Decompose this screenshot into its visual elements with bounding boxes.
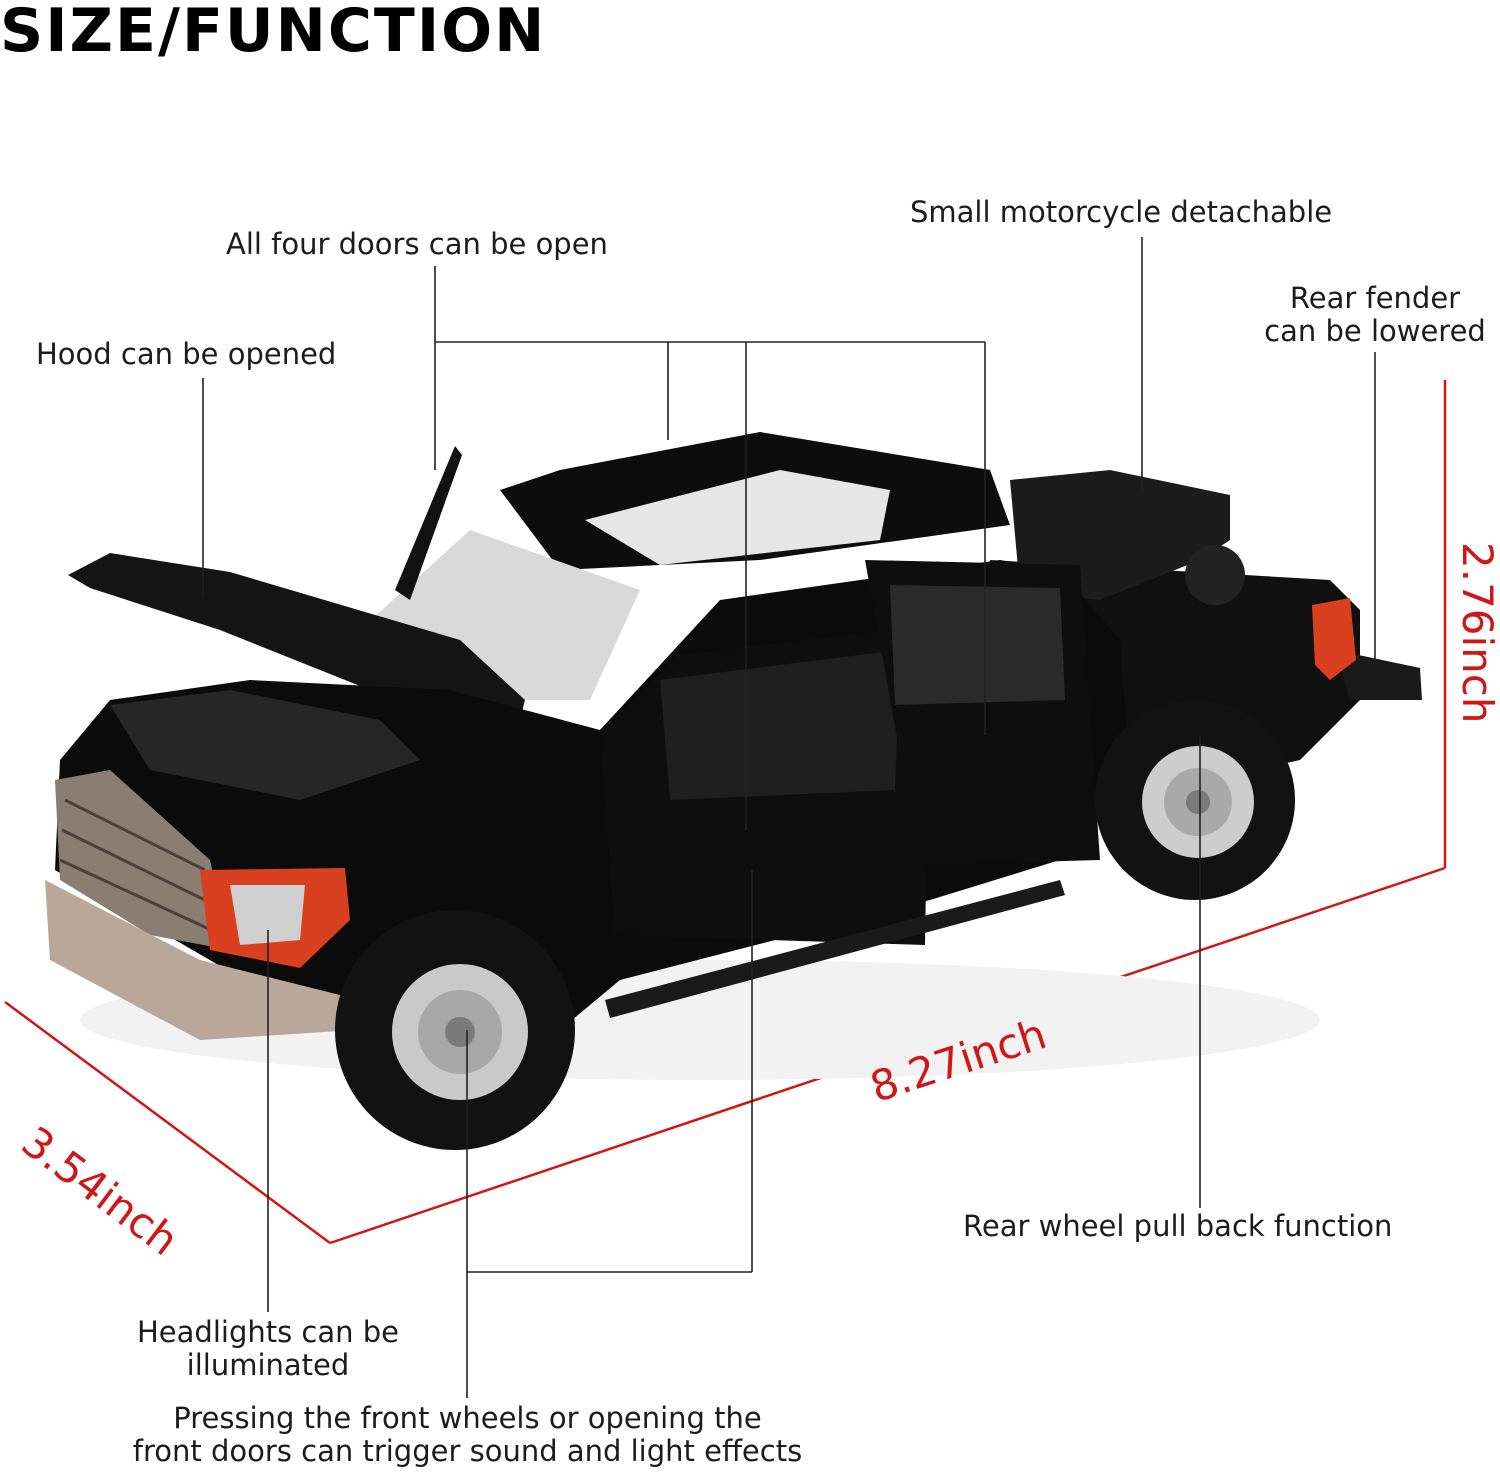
callout-rear-fender-line1: Rear fender [1289,281,1461,315]
truck-model [45,432,1422,1150]
callout-sound: Pressing the front wheels or opening the… [80,1402,855,1468]
callout-headlights-line1: Headlights can be [137,1315,399,1349]
callout-sound-line1: Pressing the front wheels or opening the [173,1401,762,1435]
rear-wheel [1095,700,1295,900]
callout-motorcycle: Small motorcycle detachable [910,195,1333,229]
callout-rear-fender: Rear fender can be lowered [1250,282,1500,348]
callout-rear-fender-line2: can be lowered [1264,314,1486,348]
callout-doors: All four doors can be open [226,227,608,261]
front-wheel [335,910,575,1150]
callout-lines [202,237,1376,1398]
callout-headlights-line2: illuminated [186,1348,350,1382]
dimension-height: 2.76inch [1453,542,1500,724]
page-title: SIZE/FUNCTION [0,0,547,66]
callout-hood: Hood can be opened [36,337,337,371]
callout-headlights: Headlights can be illuminated [108,1316,428,1382]
callout-rear-wheel: Rear wheel pull back function [963,1209,1393,1243]
callout-sound-line2: front doors can trigger sound and light … [132,1434,803,1468]
